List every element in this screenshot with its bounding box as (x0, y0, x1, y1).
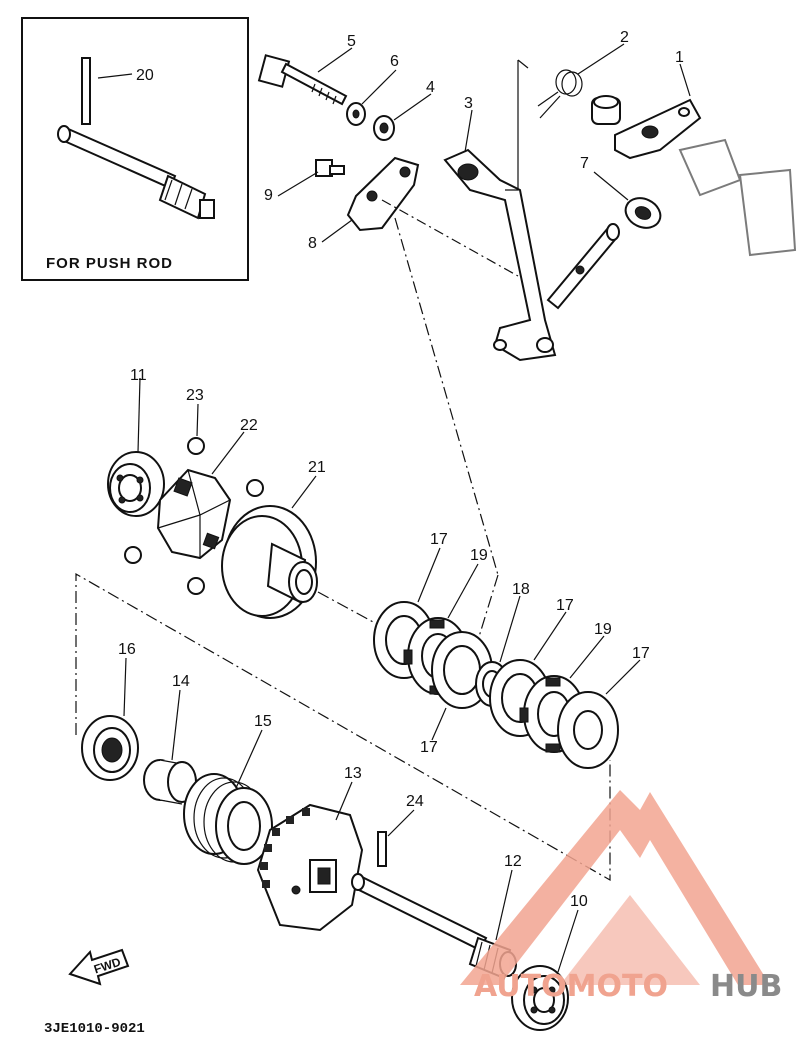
spring-2-drawing (537, 69, 583, 119)
watermark-text-hub: HUB (710, 969, 782, 1004)
collar-drawing (591, 95, 621, 125)
hub-20-drawing (221, 505, 318, 619)
part-number-24: 20 (136, 67, 154, 84)
screw-9-drawing (315, 159, 345, 177)
part-number-10: 10 (570, 893, 588, 910)
inset-caption: FOR PUSH ROD (46, 255, 173, 272)
part-number-1: 1 (675, 49, 684, 66)
part-number-23: 24 (406, 793, 424, 810)
part-number-3: 3 (464, 95, 473, 112)
push-rod-inset: 20 FOR PUSH ROD (21, 17, 249, 281)
part-number-17-right: 17 (632, 645, 650, 662)
part-number-19-left: 19 (470, 547, 488, 564)
part-number-6: 6 (390, 53, 399, 70)
pin-23-drawing (377, 831, 387, 867)
part-number-2: 2 (620, 29, 629, 46)
part-number-16: 16 (118, 641, 136, 658)
part-number-4: 4 (426, 79, 435, 96)
part-number-7: 7 (580, 155, 589, 172)
watermark-triangle-logo (460, 790, 770, 985)
part-number-17-mid: 17 (556, 597, 574, 614)
fwd-arrow-icon: FWD (68, 948, 130, 986)
part-number-14: 14 (172, 673, 190, 690)
part-number-20: 21 (308, 459, 326, 476)
drawing-code: 3JE1010-9021 (44, 1021, 145, 1037)
part-number-22: 23 (186, 387, 204, 404)
part-number-17-top: 17 (430, 531, 448, 548)
crankcase-outline (678, 138, 797, 257)
bearing-11-drawing (107, 451, 165, 517)
lever-3-drawing (443, 148, 557, 362)
lever-1-drawing (614, 98, 702, 160)
bolt-5-drawing (257, 54, 348, 106)
seal-16-drawing (81, 715, 139, 781)
part-number-8: 8 (308, 235, 317, 252)
clutch-plate-stack: 17 19 18 17 19 17 17 (373, 531, 650, 769)
part-number-18: 18 (512, 581, 530, 598)
part-number-13: 13 (344, 765, 362, 782)
spring-15-drawing (183, 773, 273, 865)
plate-17d-drawing (557, 691, 619, 769)
seal-7-drawing (624, 197, 662, 229)
part-number-9: 9 (264, 187, 273, 204)
shaft-drawing (546, 223, 620, 310)
push-rod-drawing (57, 125, 215, 220)
stopper-8-drawing (346, 156, 420, 232)
axis-line-clutch (317, 591, 613, 753)
part-number-12: 12 (504, 853, 522, 870)
automotohub-watermark: AUTOMOTO HUB (460, 790, 782, 1004)
watermark-text-automoto: AUTOMOTO (474, 969, 668, 1004)
part-number-17-bottom: 17 (420, 739, 438, 756)
shift-lever-group: 5 6 4 3 2 1 7 9 8 (257, 29, 797, 362)
part-number-11: 11 (130, 367, 147, 384)
clutch-cam-group: 11 23 22 21 (107, 367, 326, 619)
part-number-19-right: 19 (594, 621, 612, 638)
plate-17b-drawing (431, 631, 493, 709)
part-number-15: 15 (254, 713, 272, 730)
bearing-10-drawing (511, 965, 569, 1031)
cam-21-drawing (156, 468, 232, 560)
pin-24-drawing (81, 57, 91, 125)
ball-22-drawing (187, 437, 205, 455)
plate-13-drawing (256, 803, 364, 932)
axis-line-upper (394, 217, 499, 576)
part-number-5: 5 (347, 33, 356, 50)
part-number-21: 22 (240, 417, 258, 434)
